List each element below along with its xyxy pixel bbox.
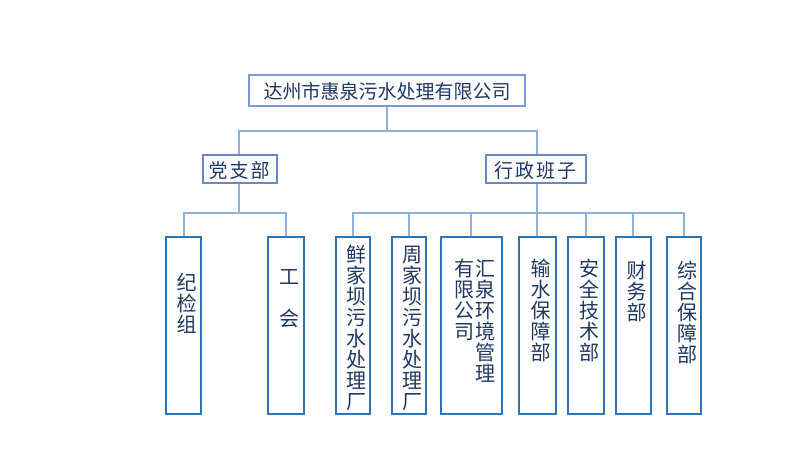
- connector-admin-rail: [352, 212, 685, 214]
- connector-drop-safety-tech: [585, 212, 587, 236]
- connector-root-stem: [386, 107, 388, 132]
- connector-drop-party-branch: [238, 130, 240, 154]
- org-box-water-supply-dept[interactable]: 输水保障部: [518, 236, 557, 415]
- org-box-zhoujiaba-plant[interactable]: 周家坝污水处理厂: [391, 236, 427, 415]
- general-support-dept-label: 综合保障部: [673, 260, 696, 365]
- org-box-general-support-dept[interactable]: 综合保障部: [666, 236, 702, 415]
- connector-branch-rail: [238, 130, 538, 132]
- water-supply-dept-label: 输水保障部: [527, 258, 549, 363]
- safety-tech-dept-label: 安全技术部: [575, 258, 598, 363]
- org-box-huiquan-environment-company[interactable]: 汇泉环境管理 有限公司: [440, 236, 503, 415]
- huiquan-environment-company-label: 汇泉环境管理 有限公司: [450, 258, 494, 384]
- org-box-admin-team[interactable]: 行政班子: [485, 154, 587, 184]
- connector-party-stem: [238, 184, 240, 212]
- org-box-labor-union[interactable]: 工 会: [267, 236, 305, 415]
- org-box-company-root[interactable]: 达州市惠泉污水处理有限公司: [248, 74, 526, 107]
- connector-drop-xianjiaba: [352, 212, 354, 236]
- connector-drop-general-support: [683, 212, 685, 236]
- connector-drop-discipline: [183, 212, 185, 236]
- connector-drop-finance: [632, 212, 634, 236]
- connector-drop-admin-team: [536, 130, 538, 154]
- org-box-party-branch[interactable]: 党支部: [202, 154, 278, 184]
- admin-team-label: 行政班子: [493, 160, 578, 182]
- connector-drop-huiquan: [470, 212, 472, 236]
- labor-union-label: 工 会: [275, 266, 298, 329]
- org-box-xianjiaba-plant[interactable]: 鲜家坝污水处理厂: [335, 236, 371, 415]
- party-branch-label: 党支部: [208, 160, 272, 182]
- org-box-discipline-inspection[interactable]: 纪检组: [165, 236, 202, 415]
- connector-party-rail: [183, 212, 287, 214]
- connector-admin-stem: [536, 184, 538, 212]
- connector-drop-zhoujiaba: [408, 212, 410, 236]
- zhoujiaba-plant-label: 周家坝污水处理厂: [398, 244, 421, 412]
- org-box-finance-dept[interactable]: 财务部: [615, 236, 652, 415]
- xianjiaba-plant-label: 鲜家坝污水处理厂: [342, 244, 365, 412]
- company-root-label: 达州市惠泉污水处理有限公司: [263, 82, 511, 103]
- org-box-safety-tech-dept[interactable]: 安全技术部: [567, 236, 605, 415]
- connector-drop-water-supply: [536, 212, 538, 236]
- finance-dept-label: 财务部: [623, 260, 645, 323]
- connector-drop-union: [285, 212, 287, 236]
- discipline-inspection-label: 纪检组: [173, 272, 195, 335]
